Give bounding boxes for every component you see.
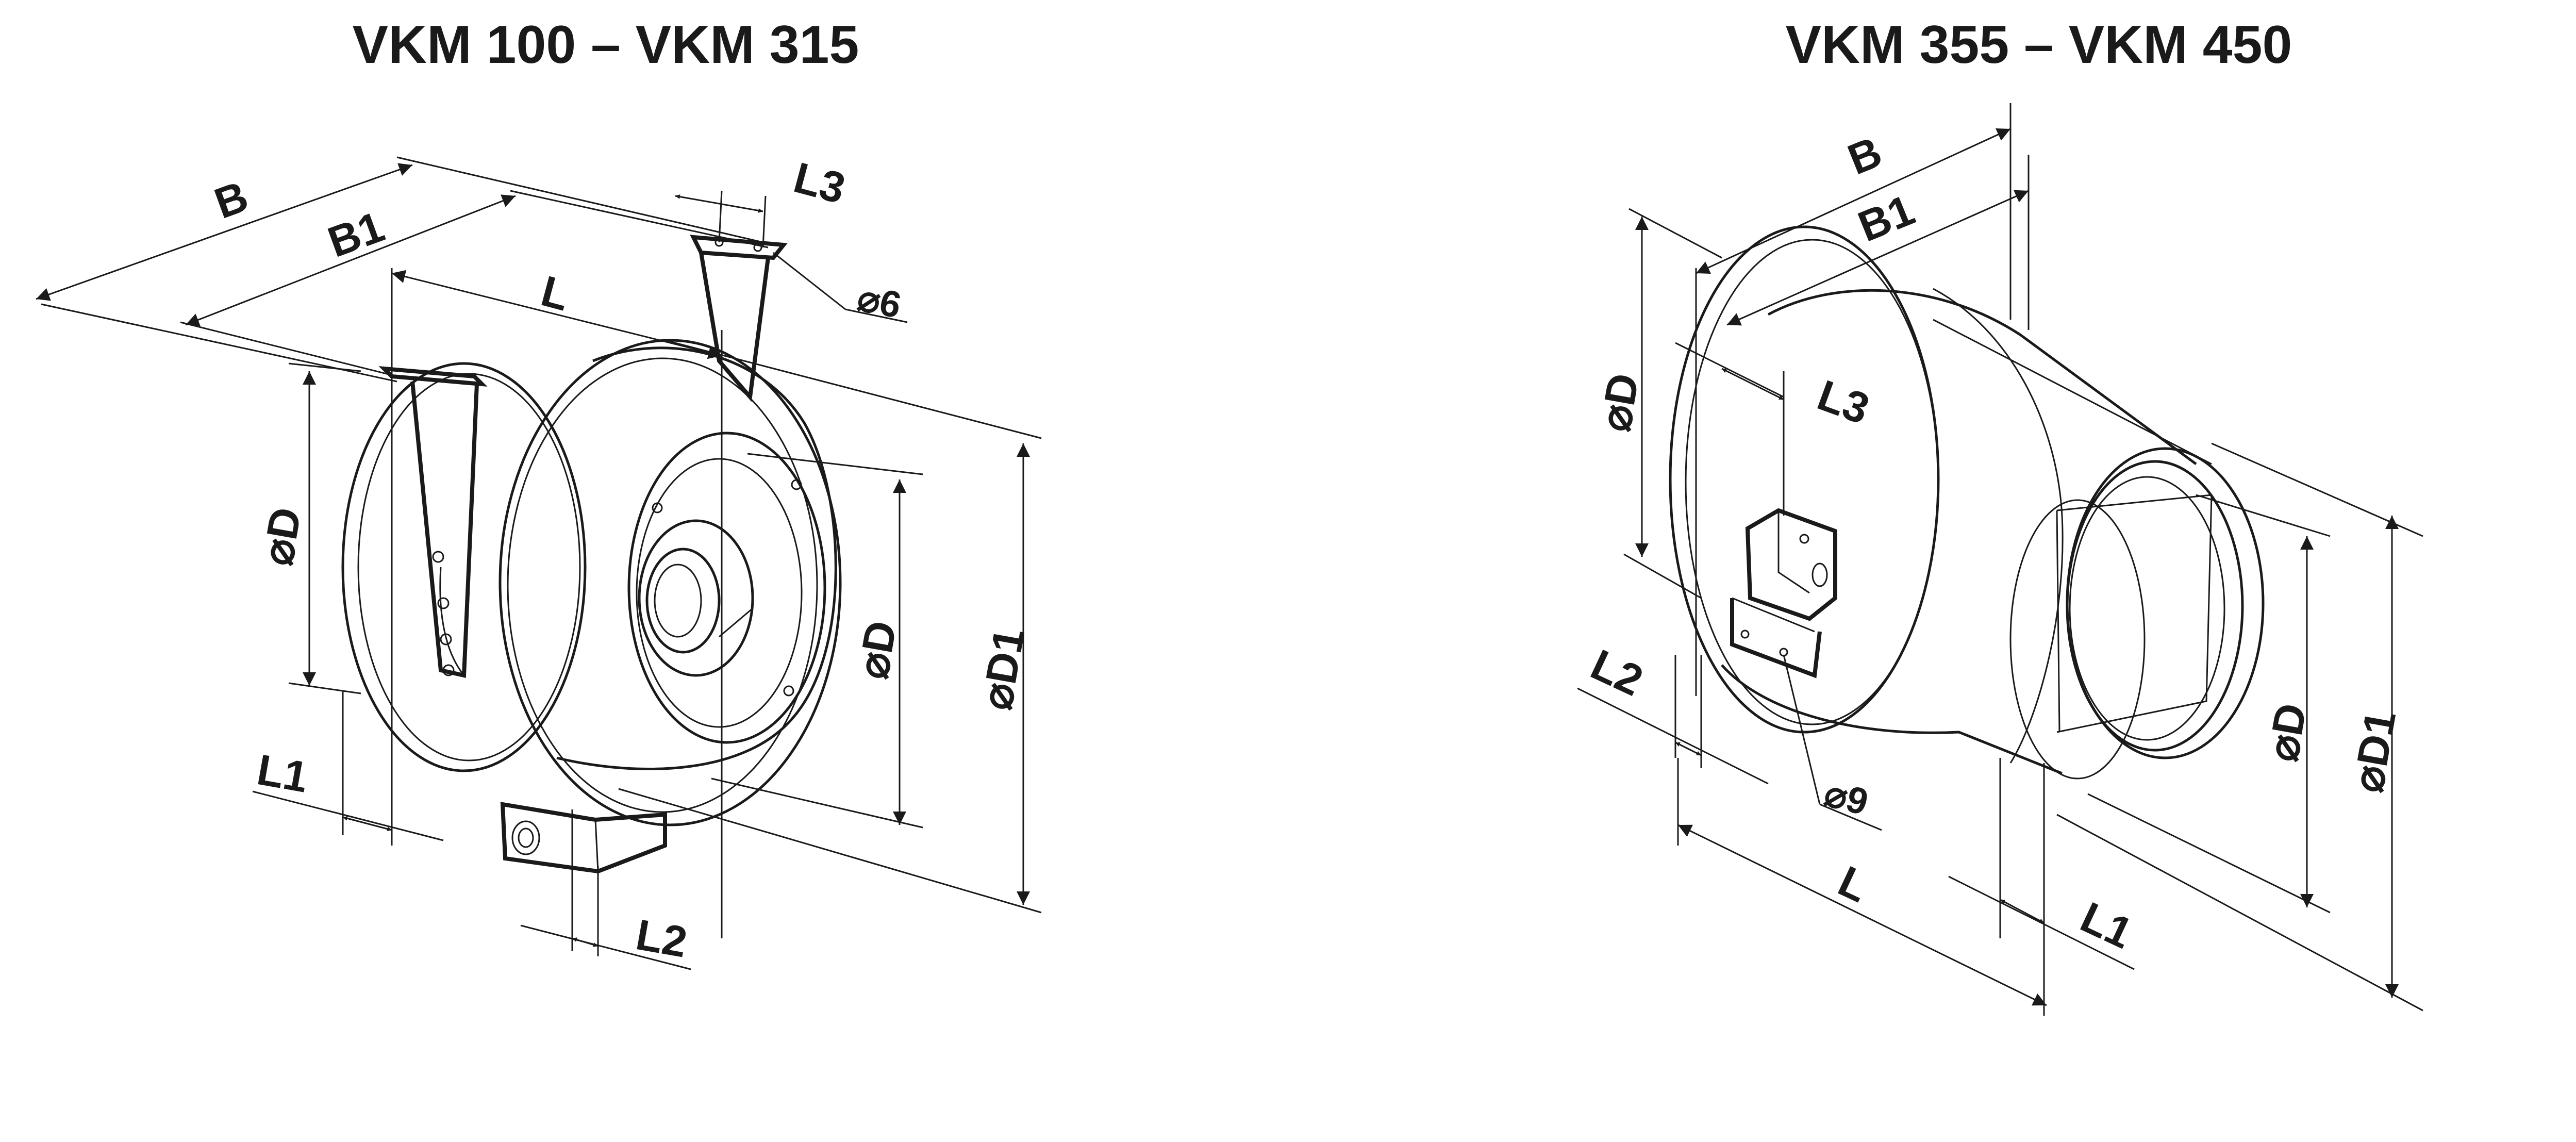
mounting-bracket-right (690, 235, 788, 402)
fan-flange-rear (1669, 225, 1940, 734)
label-B1-large: B1 (1852, 185, 1921, 251)
fan-drawing-small: B B1 L L3 ⌀6 (36, 153, 1042, 970)
label-D-left-large: ⌀D (1590, 370, 1648, 435)
label-L: L (536, 267, 574, 320)
label-D1-large: ⌀D1 (2343, 707, 2405, 796)
dimension-L1: L1 (252, 691, 444, 841)
label-L3: L3 (789, 153, 850, 213)
diagram-title-right: VKM 355 – VKM 450 (1785, 15, 2292, 75)
fan-housing-rear (341, 362, 587, 772)
label-B1: B1 (322, 202, 390, 267)
fan-housing-body (498, 339, 842, 826)
hole-callout-6: ⌀6 (773, 252, 908, 326)
dimension-D-right-large: ⌀D (2087, 494, 2331, 914)
dimension-B1-large: B1 (1726, 155, 2030, 330)
fan-inlet-front (627, 432, 826, 744)
terminal-box (500, 802, 667, 874)
dimension-D-left-large: ⌀D (1590, 208, 1722, 599)
label-B: B (208, 172, 254, 228)
dimension-L3-large: L3 (1675, 342, 1875, 516)
label-hole-6: ⌀6 (854, 277, 905, 326)
label-L-large: L (1831, 856, 1875, 912)
dimension-L2: L2 (520, 809, 691, 970)
dimension-D-left: ⌀D (253, 362, 361, 694)
label-B-large: B (1841, 127, 1888, 184)
label-L1: L1 (254, 745, 312, 802)
label-D-right-large: ⌀D (2258, 700, 2316, 765)
dimension-L-large: L (1677, 758, 2047, 1016)
label-D1: ⌀D1 (972, 624, 1034, 713)
fan-drawing-large: B B1 ⌀D L3 L2 (1577, 103, 2423, 1016)
hole-callout-9: ⌀9 (1783, 654, 1882, 831)
dimension-D-front: ⌀D (711, 453, 923, 829)
label-L3-large: L3 (1811, 371, 1875, 434)
label-D-left: ⌀D (253, 504, 310, 569)
label-L1-large: L1 (2073, 892, 2140, 958)
label-L2-large: L2 (1584, 640, 1650, 705)
dimension-L2-large: L2 (1577, 640, 1769, 785)
terminal-box-large (1730, 508, 1837, 678)
label-hole-9: ⌀9 (1820, 772, 1872, 823)
label-L2: L2 (633, 910, 691, 967)
mounting-bracket-left (378, 366, 488, 678)
diagram-title-left: VKM 100 – VKM 315 (352, 15, 859, 75)
fan-outlet-front (2009, 447, 2265, 780)
label-D-front: ⌀D (848, 617, 906, 682)
